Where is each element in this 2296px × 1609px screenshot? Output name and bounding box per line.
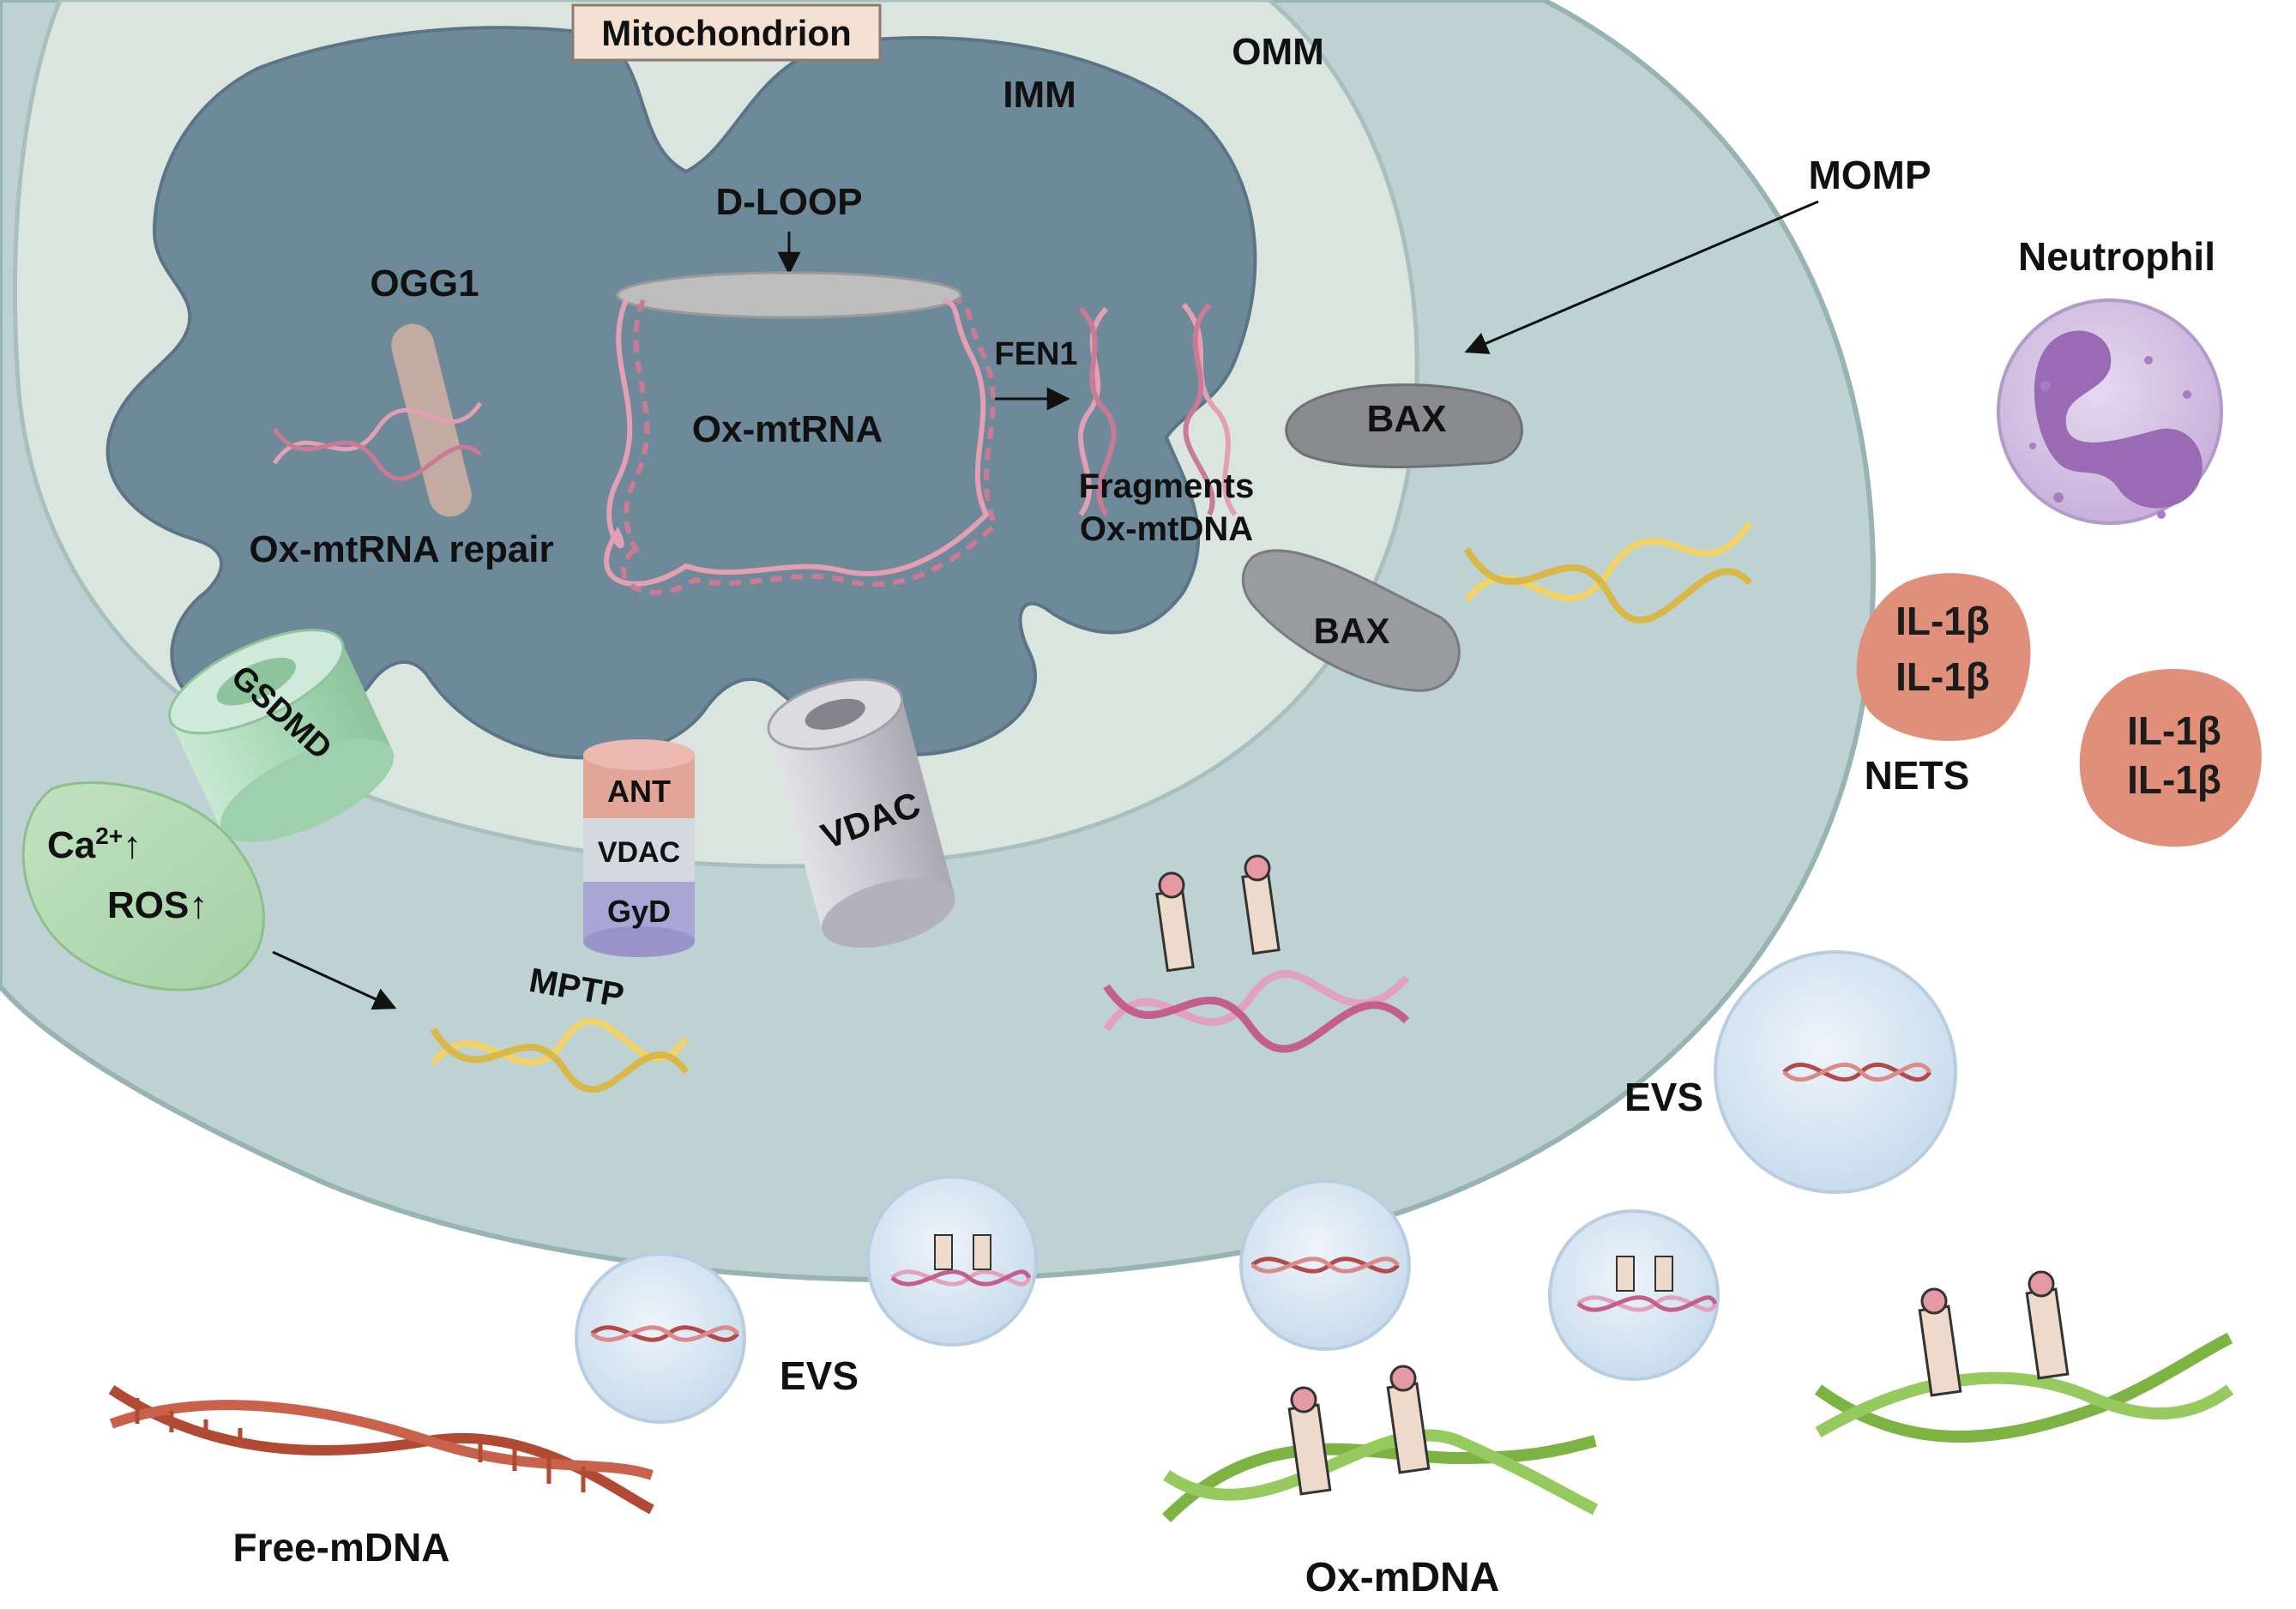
momp-arrow [1464,200,1819,354]
evs-label-right: EVS [1624,1075,1703,1119]
ca-ros-capsule: Ca2+↑ ROS↑ [21,781,265,991]
il-1b-label-2: IL-1β [1895,654,1990,699]
bax-protein-1: BAX [1285,383,1523,468]
il-1b-label-1: IL-1β [1895,599,1990,643]
ox-mdna-strand-middle [1162,1365,1599,1522]
mitochondrion-label-box: Mitochondrion [571,3,882,62]
bax-label-1: BAX [1367,398,1447,440]
ant-label: ANT [607,774,671,809]
mptp-yellow-mtdna [430,1017,690,1094]
yellow-mtdna-strand-right [1463,521,1753,624]
ox-mtrna-repair-label: Ox-mtRNA repair [249,528,553,570]
ox-mtrna-label: Ox-mtRNA [692,408,883,450]
vdac-stack-label: VDAC [598,836,680,869]
ogg1-label: OGG1 [370,262,479,304]
il-1b-label-3: IL-1β [2127,708,2221,753]
ox-mtdna-fragments [1078,303,1238,516]
neutrophil-cell [1997,298,2223,525]
ros-label: ROS↑ [107,884,208,926]
free-mdna-strand [108,1385,654,1515]
ox-mtdna-strand-inside [1103,854,1410,1053]
mitochondrion-label: Mitochondrion [601,13,852,53]
fen1-label: FEN1 [994,336,1077,372]
ev-vesicle-left-2 [866,1175,1038,1347]
ox-mdna-label: Ox-mDNA [1305,1555,1500,1600]
ox-mtdna-label: Ox-mtDNA [1080,510,1253,548]
ox-mtrna-loop [604,298,998,595]
ox-mdna-strand-right [1814,1270,2234,1443]
omm-label: OMM [1232,31,1324,73]
ca-label: Ca2+↑ [47,823,142,866]
il-1b-cluster-1: IL-1β IL-1β [1856,573,2031,741]
ev-vesicle-middle-right [1548,1209,1720,1381]
mptp-complex-stack: ANT VDAC GyD [583,739,695,957]
bax-protein-2: BAX [1241,549,1461,692]
nets-label: NETS [1865,753,1970,798]
bax-label-2: BAX [1314,611,1390,651]
d-loop-disc [616,271,962,319]
ca-ros-to-mptp-arrow [272,950,397,1010]
vdac-channel: VDAC [767,678,955,949]
ox-mtrna-repair-strand [272,401,483,481]
fragments-label: Fragments [1079,467,1255,505]
free-mdna-label: Free-mDNA [232,1525,449,1570]
imm-label: IMM [1003,74,1076,116]
gsdmd-pore: GSDMD [168,629,395,842]
il-1b-cluster-2: IL-1β IL-1β [2079,669,2262,847]
il-1b-label-4: IL-1β [2127,757,2221,802]
ev-vesicle-middle [1239,1179,1411,1351]
d-loop-label: D-LOOP [715,181,862,223]
momp-label: MOMP [1808,153,1931,197]
ev-vesicle-large-right [1714,950,1957,1194]
gyd-label: GyD [607,894,671,929]
neutrophil-label: Neutrophil [2018,234,2215,279]
ev-vesicle-left-1 [575,1252,746,1424]
evs-label-left: EVS [780,1353,859,1398]
ogg1-enzyme [391,323,472,517]
